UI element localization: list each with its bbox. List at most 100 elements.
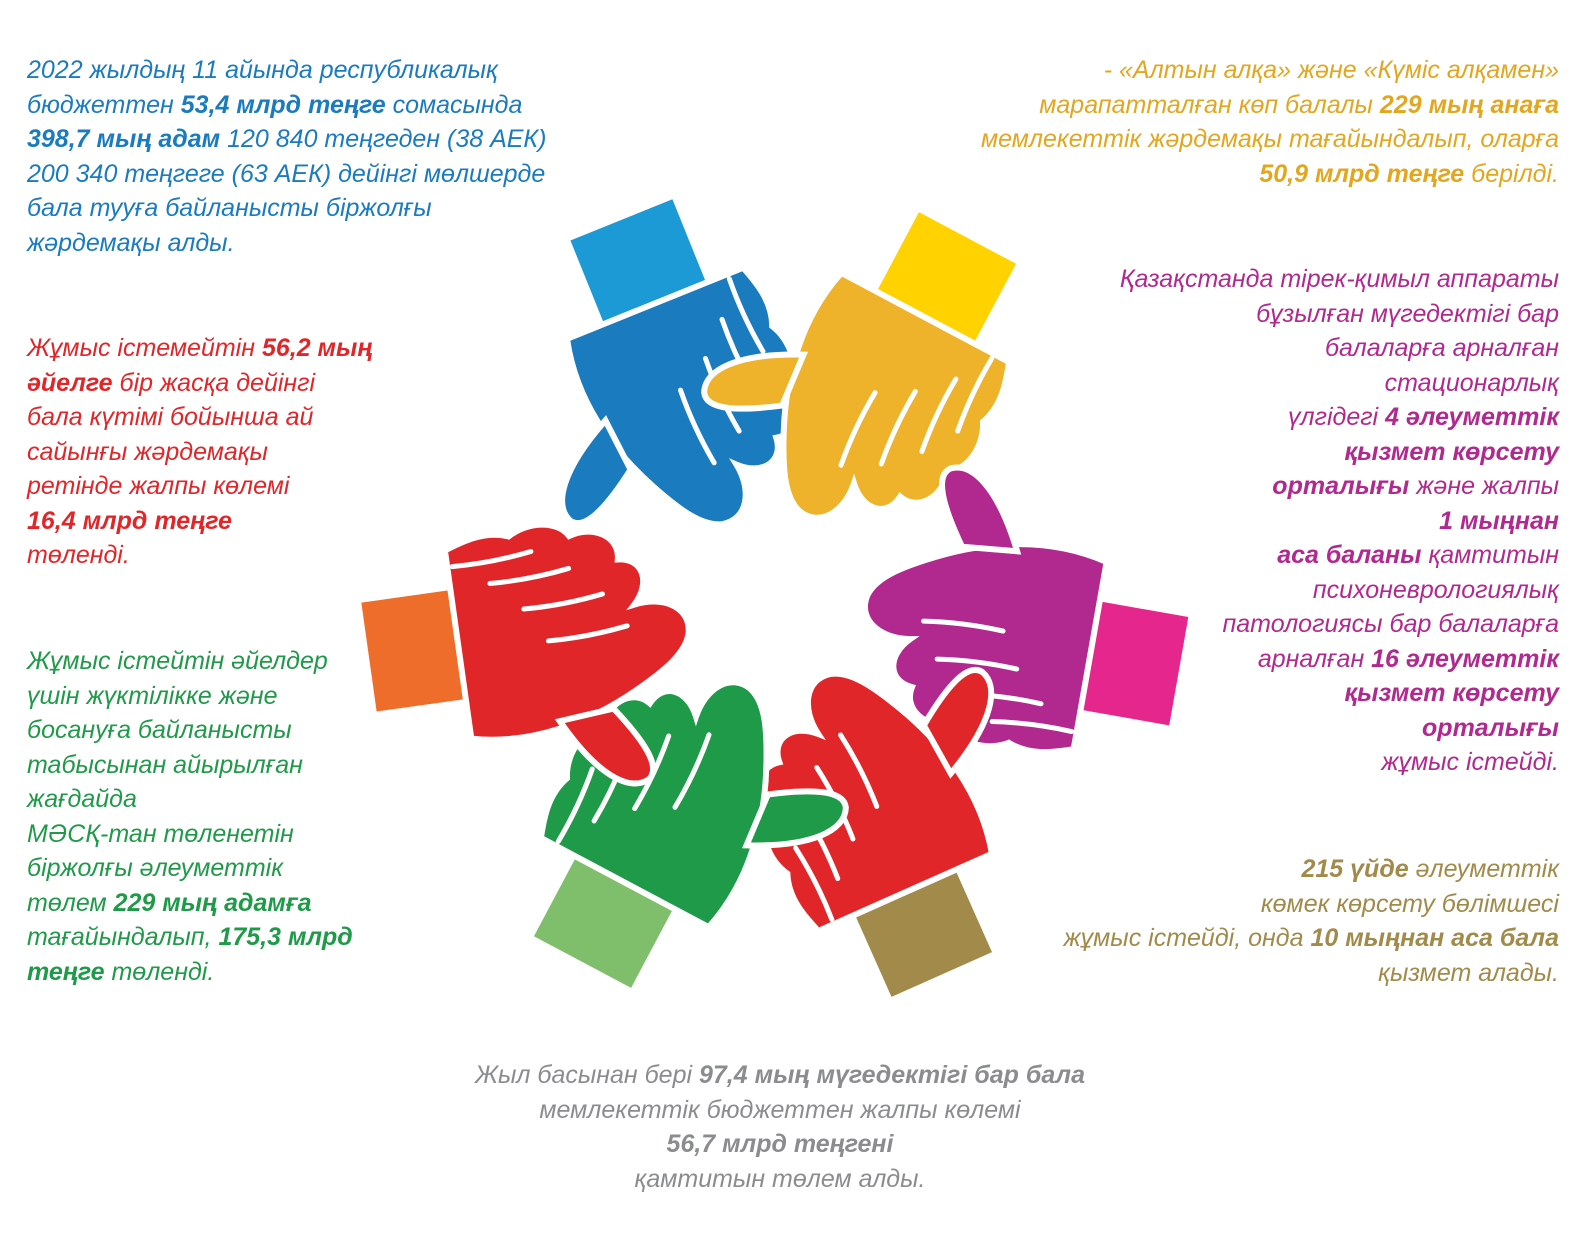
text-line: - «Алтын алқа» және «Күміс алқамен» (1103, 56, 1559, 84)
hand-gold (701, 212, 1017, 521)
text-highlight: 16,4 млрд теңге (27, 506, 232, 535)
hand-red-left (361, 521, 692, 787)
hands-group (361, 199, 1189, 997)
text-highlight: аса баланы (1277, 541, 1422, 569)
finger-line (487, 565, 572, 587)
text-line: мемлекеттік жәрдемақы тағайындалып, олар… (981, 125, 1559, 153)
text-line: балаларға арналған (1324, 334, 1559, 362)
text-line: бала күтімі бойынша ай (27, 403, 314, 431)
finger-line (838, 390, 878, 468)
thumb-shape (554, 705, 657, 787)
finger-line (934, 656, 1020, 672)
finger-line (793, 845, 835, 922)
finger-line (555, 766, 595, 845)
thumb-shape (559, 415, 635, 526)
text-highlight: 398,7 мың адам (27, 125, 221, 153)
text-line: қамтитын (1421, 541, 1559, 569)
text-block-disabled-children-payment: Жыл басынан бері 97,4 мың мүгедектігі ба… (380, 1058, 1180, 1196)
finger-line (726, 276, 766, 354)
text-line: бұзылған мүгедектігі бар (1256, 299, 1559, 328)
text-highlight: әйелге (27, 368, 113, 397)
thumb-shape (742, 788, 849, 849)
text-line: Жұмыс істейтін әйелдер (27, 647, 328, 675)
text-line: Жұмыс істемейтін (27, 334, 262, 362)
text-line: жұмыс істейді. (1381, 748, 1559, 776)
text-highlight: 215 үйде (1301, 855, 1409, 883)
text-line: көмек көрсету бөлімшесі (1260, 889, 1559, 918)
text-line: босануға байланысты (27, 716, 292, 744)
text-line: төленді. (27, 541, 130, 569)
text-highlight: 56,2 мың (261, 334, 373, 362)
thumb-shape (701, 351, 808, 412)
hand-purple (862, 464, 1189, 756)
palm-shape (780, 269, 1013, 521)
text-line: қызмет алады. (1378, 958, 1559, 987)
text-line: тағайындалып, (27, 923, 219, 951)
text-block-mothers-benefit: - «Алтын алқа» және «Күміс алқамен» мара… (859, 53, 1559, 191)
finger-line (989, 719, 1075, 735)
finger-line (672, 732, 712, 810)
finger-line (878, 388, 918, 467)
finger-line (919, 376, 959, 455)
finger-line (545, 623, 630, 644)
text-block-maternity-payment: Жұмыс істейтін әйелдер үшін жүктілікке ж… (27, 644, 447, 989)
text-line: әлеуметтік (1408, 855, 1559, 883)
text-highlight: 16 әлеуметтік (1371, 644, 1559, 673)
text-line: төленді. (104, 957, 215, 986)
text-block-social-service-centers: Қазақстанда тірек-қимыл аппараты бұзылға… (999, 262, 1559, 780)
text-line: үшін жүктілікке және (27, 681, 278, 710)
text-line: МӘСҚ-тан төленетін (27, 819, 294, 848)
text-line: 2022 жылдың 11 айында республикалық (27, 56, 498, 84)
finger-line (955, 355, 995, 434)
text-block-childbirth-benefit: 2022 жылдың 11 айында республикалық бюдж… (27, 53, 667, 260)
text-line: Жыл басынан бері (475, 1061, 699, 1089)
text-highlight: 56,7 млрд теңгені (666, 1130, 894, 1158)
text-highlight: 1 мыңнан (1439, 506, 1559, 535)
finger-line (921, 618, 1006, 634)
text-line: жұмыс істейді, онда (1063, 924, 1311, 952)
text-line: 200 340 теңгеге (63 АЕК) дейінгі мөлшерд… (27, 159, 546, 188)
text-highlight: орталығы (1272, 472, 1410, 500)
text-line: патологиясы бар балаларға (1222, 610, 1559, 638)
text-line: психоневрологиялық (1312, 575, 1559, 604)
text-line: марапатталған көп балалы (1039, 90, 1380, 119)
text-line: біржолғы әлеуметтік (27, 854, 284, 882)
text-line: бір жасқа дейінгі (112, 368, 316, 397)
thumb-shape (920, 667, 995, 779)
text-line: берілді. (1464, 159, 1559, 188)
text-highlight: орталығы (1422, 713, 1559, 742)
text-highlight: 229 мың анаға (1379, 90, 1559, 119)
text-line: мемлекеттік бюджеттен жалпы көлемі (539, 1095, 1021, 1124)
text-line: бала тууға байланысты біржолғы (27, 194, 432, 222)
text-highlight: 53,4 млрд теңге (180, 90, 386, 119)
text-highlight: 175,3 млрд (218, 923, 353, 951)
text-line: сомасында (385, 90, 523, 119)
text-highlight: 229 мың адамға (113, 888, 312, 917)
text-block-home-care-units: 215 үйде әлеуметтік көмек көрсету бөлімш… (939, 852, 1559, 990)
text-line: және жалпы (1409, 472, 1559, 500)
text-line: 120 840 теңгеден (38 АЕК) (220, 125, 547, 153)
palm-shape (441, 521, 692, 743)
thumb-shape (939, 464, 1022, 555)
text-highlight: 50,9 млрд теңге (1259, 159, 1465, 188)
finger-line (838, 732, 880, 809)
text-highlight: қызмет көрсету (1344, 437, 1559, 466)
text-line: Қазақстанда тірек-қимыл аппараты (1119, 265, 1559, 293)
hand-green (533, 679, 849, 988)
text-line: стационарлық (1384, 368, 1559, 397)
text-highlight: 4 әлеуметтік (1385, 403, 1559, 431)
text-line: бюджеттен (27, 90, 181, 119)
text-line: табысынан айырылған (27, 750, 303, 779)
finger-line (521, 591, 605, 612)
hands-circle-icon (361, 199, 1189, 997)
hand-blue (559, 199, 801, 528)
text-highlight: 97,4 мың мүгедектігі бар бала (698, 1061, 1085, 1089)
text-highlight: 10 мыңнан аса бала (1310, 924, 1559, 952)
hand-red-bottom (756, 667, 996, 997)
text-line: қамтитын төлем алды. (634, 1164, 926, 1193)
text-line: сайынғы жәрдемақы (27, 437, 268, 466)
palm-shape (862, 541, 1110, 756)
text-line: үлгідегі (1288, 403, 1386, 431)
text-line: ретінде жалпы көлемі (27, 472, 290, 500)
text-block-childcare-allowance: Жұмыс істемейтін 56,2 мың әйелге бір жас… (27, 331, 457, 573)
